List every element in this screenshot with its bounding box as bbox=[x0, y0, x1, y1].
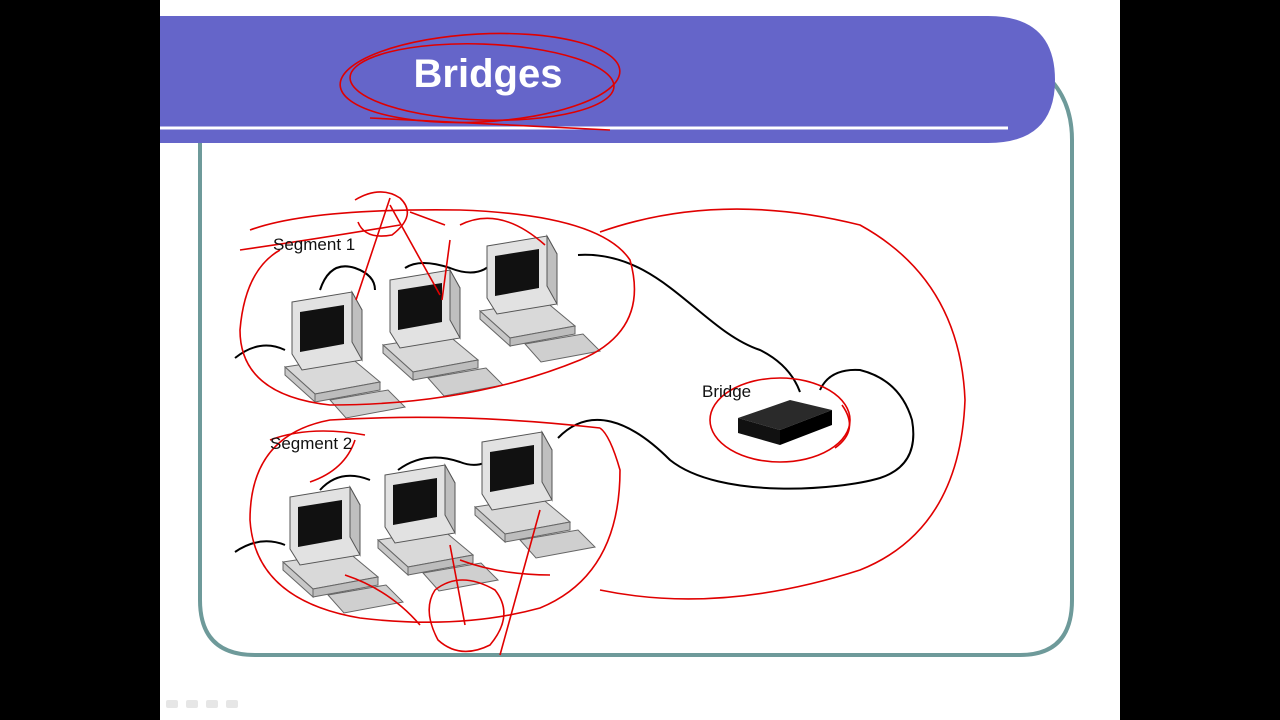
annotations bbox=[239, 32, 966, 656]
nav-arrow-icon[interactable] bbox=[226, 700, 238, 708]
slide-title: Bridges bbox=[413, 52, 563, 96]
nav-arrow-icon[interactable] bbox=[186, 700, 198, 708]
computer-icon bbox=[474, 431, 596, 559]
slide-frame bbox=[160, 16, 1074, 657]
bridge-label: Bridge bbox=[702, 382, 752, 401]
nav-arrow-icon[interactable] bbox=[166, 700, 178, 708]
computer-icon bbox=[377, 464, 499, 592]
slide-nav-controls[interactable] bbox=[166, 700, 256, 714]
content-frame bbox=[198, 140, 1074, 657]
header-band bbox=[160, 16, 1055, 143]
bridge-device-icon bbox=[738, 400, 832, 445]
segment-1-label: Segment 1 bbox=[273, 235, 356, 254]
nav-arrow-icon[interactable] bbox=[206, 700, 218, 708]
slide: Bridges Segment 1 Segment 2 Bridge bbox=[160, 0, 1120, 720]
network-cables bbox=[234, 253, 915, 553]
segment-2-label: Segment 2 bbox=[270, 434, 353, 453]
